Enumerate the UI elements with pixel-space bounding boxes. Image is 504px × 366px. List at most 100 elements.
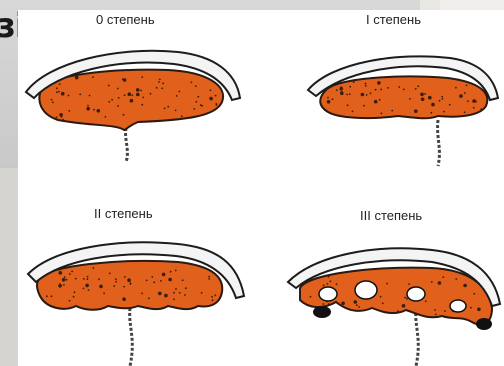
texture-dot: [467, 100, 469, 102]
texture-dot: [64, 276, 66, 278]
stage-3-ligament: [416, 308, 419, 366]
texture-dot: [208, 278, 210, 280]
texture-dot: [361, 93, 365, 97]
texture-dot: [380, 89, 382, 91]
background-panel-lower: [0, 168, 18, 366]
texture-dot: [56, 91, 58, 93]
texture-dot: [380, 296, 382, 298]
texture-dot: [63, 284, 65, 286]
texture-dot: [73, 296, 75, 298]
texture-dot: [142, 97, 144, 99]
texture-dot: [195, 101, 197, 103]
texture-dot: [105, 116, 107, 118]
stage-1-ligament: [438, 120, 440, 166]
texture-dot: [328, 276, 330, 278]
texture-dot: [75, 75, 77, 77]
texture-dot: [414, 109, 418, 113]
texture-dot: [117, 105, 119, 107]
texture-dot: [158, 81, 160, 83]
texture-dot: [182, 279, 184, 281]
texture-dot: [463, 284, 467, 288]
texture-dot: [430, 112, 432, 114]
texture-dot: [197, 96, 199, 98]
texture-dot: [184, 294, 186, 296]
texture-dot: [439, 100, 441, 102]
texture-dot: [459, 94, 463, 98]
texture-dot: [179, 292, 181, 294]
texture-dot: [140, 90, 142, 92]
texture-dot: [347, 104, 349, 106]
texture-dot: [99, 285, 103, 289]
texture-dot: [211, 296, 213, 298]
texture-dot: [115, 278, 117, 280]
texture-dot: [358, 306, 360, 308]
texture-dot: [381, 112, 383, 114]
texture-dot: [408, 283, 410, 285]
texture-dot: [346, 94, 348, 96]
texture-dot: [214, 295, 216, 297]
texture-dot: [352, 111, 354, 113]
texture-dot: [374, 100, 378, 104]
texture-dot: [349, 86, 351, 88]
texture-dot: [158, 292, 162, 296]
texture-dot: [473, 107, 475, 109]
texture-dot: [379, 99, 381, 101]
texture-dot: [128, 92, 132, 96]
stage-0-ligament: [126, 128, 128, 162]
texture-dot: [109, 273, 111, 275]
texture-dot: [464, 92, 466, 94]
texture-dot: [442, 276, 444, 278]
texture-dot: [349, 93, 351, 95]
texture-dot: [443, 111, 445, 113]
lesion-3: [407, 287, 425, 301]
lesion-4: [450, 300, 466, 312]
texture-dot: [386, 283, 388, 285]
texture-dot: [406, 298, 408, 300]
texture-dot: [162, 273, 166, 277]
texture-dot: [215, 95, 217, 97]
texture-dot: [75, 278, 77, 280]
texture-dot: [83, 278, 85, 280]
texture-dot: [87, 276, 89, 278]
texture-dot: [93, 109, 95, 111]
texture-dot: [397, 310, 399, 312]
texture-dot: [181, 115, 183, 117]
texture-dot: [68, 110, 70, 112]
texture-dot: [455, 87, 457, 89]
texture-dot: [59, 83, 61, 85]
texture-dot: [449, 104, 451, 106]
texture-dot: [127, 278, 131, 282]
texture-dot: [216, 104, 218, 106]
texture-dot: [435, 314, 437, 316]
texture-dot: [340, 87, 344, 91]
texture-dot: [62, 278, 66, 282]
texture-dot: [327, 97, 329, 99]
texture-dot: [175, 110, 177, 112]
texture-dot: [164, 108, 166, 110]
texture-dot: [404, 297, 406, 299]
texture-dot: [118, 97, 120, 99]
texture-dot: [434, 309, 436, 311]
texture-dot: [146, 280, 148, 282]
texture-dot: [403, 89, 405, 91]
texture-dot: [431, 281, 433, 283]
texture-dot: [477, 308, 481, 312]
texture-dot: [428, 316, 430, 318]
texture-dot: [365, 83, 367, 85]
texture-dot: [59, 113, 63, 117]
texture-dot: [444, 310, 446, 312]
texture-dot: [353, 81, 355, 83]
texture-dot: [122, 297, 126, 301]
texture-dot: [366, 94, 368, 96]
texture-dot: [441, 96, 443, 98]
texture-dot: [68, 95, 70, 97]
texture-dot: [417, 85, 419, 87]
texture-dot: [151, 276, 153, 278]
texture-dot: [402, 304, 406, 308]
texture-dot: [111, 99, 113, 101]
texture-dot: [336, 89, 338, 91]
texture-dot: [153, 281, 155, 283]
texture-dot: [71, 271, 73, 273]
texture-dot: [130, 99, 134, 103]
erosion-1: [313, 306, 331, 318]
